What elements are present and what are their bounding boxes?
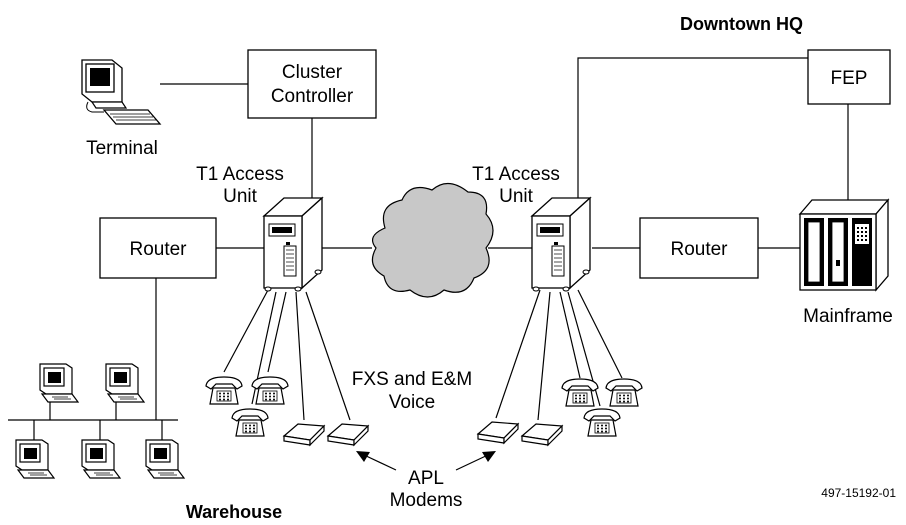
router-left-box — [99, 217, 217, 279]
t1-right-label-line1: T1 Access — [472, 164, 560, 185]
downtown-hq-label: Downtown HQ — [680, 14, 803, 34]
modems-label-line1: APL — [408, 468, 444, 489]
cluster-controller-label-line1: Cluster — [282, 62, 343, 83]
router-right-label: Router — [670, 239, 728, 260]
telephone-icon — [251, 376, 289, 405]
modem-icon — [521, 423, 563, 446]
t1-access-unit-left-icon — [263, 197, 323, 292]
fep-label: FEP — [831, 68, 868, 89]
modems-label-line2: Modems — [390, 490, 463, 511]
mainframe-icon — [798, 198, 890, 292]
telephone-icon — [561, 378, 599, 407]
router-left-label: Router — [129, 239, 187, 260]
arrow-icon — [455, 451, 496, 471]
router-right-box — [639, 217, 759, 279]
fep-box — [807, 49, 891, 105]
cluster-controller-box — [247, 49, 377, 119]
terminal-label: Terminal — [86, 138, 158, 159]
modem-icon — [477, 421, 519, 444]
telephone-icon — [205, 376, 243, 405]
terminal-icon — [81, 59, 162, 125]
telephone-icon — [583, 408, 621, 437]
t1-access-unit-right-icon — [531, 197, 591, 292]
arrow-icon — [356, 451, 397, 471]
voice-label-line2: Voice — [389, 392, 435, 413]
figure-id-label: 497-15192-01 — [821, 486, 896, 500]
computer-icon — [105, 363, 145, 403]
computer-icon — [81, 439, 121, 479]
modem-icon — [283, 423, 325, 446]
telephone-icon — [605, 378, 643, 407]
computer-icon — [39, 363, 79, 403]
t1-left-label-line2: Unit — [223, 186, 258, 207]
t1-right-label-line2: Unit — [499, 186, 534, 207]
warehouse-label: Warehouse — [186, 502, 282, 522]
voice-label-line1: FXS and E&M — [352, 369, 472, 390]
cluster-controller-label-line2: Controller — [271, 86, 354, 107]
network-cloud-icon — [371, 182, 494, 298]
mainframe-label: Mainframe — [803, 306, 893, 327]
t1-left-label-line1: T1 Access — [196, 164, 284, 185]
telephone-icon — [231, 408, 269, 437]
computer-icon — [15, 439, 55, 479]
modem-icon — [327, 423, 369, 446]
computer-icon — [145, 439, 185, 479]
